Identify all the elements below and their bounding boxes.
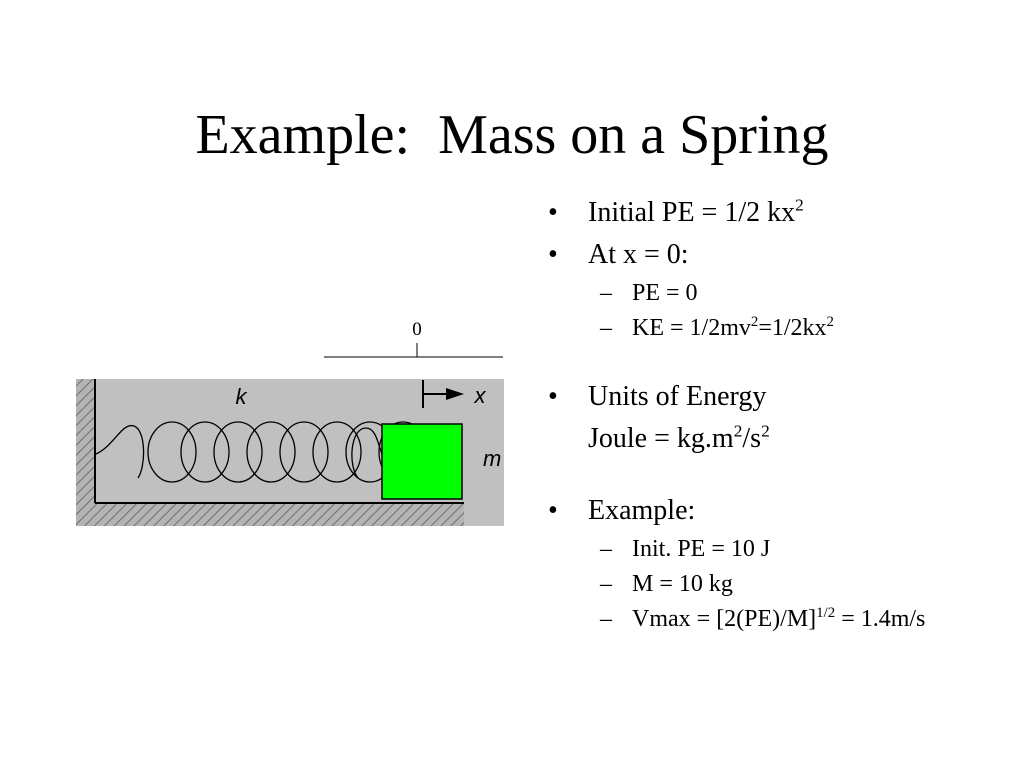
subbullet-text: =1/2kx: [758, 315, 827, 341]
bullet-mark: •: [548, 381, 558, 412]
superscript: 2: [750, 313, 759, 330]
subbullet-init-pe: – Init. PE = 10 J: [548, 532, 1018, 567]
dash-mark: –: [600, 280, 612, 306]
subbullet-text: Vmax = [2(PE)/M]: [632, 606, 817, 632]
zero-reference-line: [324, 343, 503, 358]
spring-mass-diagram: 0 k x m: [76, 316, 508, 528]
subbullet-mass: – M = 10 kg: [548, 567, 1018, 602]
bullet-text: Example:: [588, 495, 696, 526]
bullet-example: • Example:: [548, 490, 1018, 532]
subbullet-text: M = 10 kg: [632, 571, 733, 597]
dash-mark: –: [600, 315, 612, 341]
superscript: 2: [826, 313, 834, 330]
subbullet-text: Init. PE = 10 J: [632, 536, 771, 562]
wall-hatch: [76, 379, 95, 526]
bullet-mark: •: [548, 197, 558, 228]
subbullet-text: = 1.4m/s: [835, 606, 926, 632]
dash-mark: –: [600, 536, 612, 562]
superscript: 2: [761, 421, 770, 441]
subbullet-vmax: – Vmax = [2(PE)/M]1/2 = 1.4m/s: [548, 602, 1018, 637]
spring-coil: [213, 421, 263, 483]
spring-coil: [180, 421, 230, 483]
mass-block: [381, 423, 463, 500]
bullet-text: Units of Energy: [588, 381, 767, 412]
spring-coil: [279, 421, 329, 483]
spring-right-hook: [351, 427, 383, 479]
superscript: 2: [733, 421, 743, 441]
superscript: 1/2: [816, 604, 836, 621]
bullet-at-x0: • At x = 0:: [548, 234, 1018, 276]
spring-coil: [147, 421, 197, 483]
spring-left-hook: [95, 425, 145, 479]
bullet-text: Initial PE = 1/2 kx: [588, 197, 796, 228]
bullet-list: • Initial PE = 1/2 kx2 • At x = 0: – PE …: [548, 192, 1018, 637]
spring-constant-label: k: [236, 384, 248, 409]
bullet-text: /s: [742, 423, 762, 454]
dash-mark: –: [600, 606, 612, 632]
zero-label: 0: [412, 319, 422, 340]
bullet-units: • Units of Energy: [548, 376, 1018, 418]
bullet-text: Joule = kg.m: [588, 423, 734, 454]
displacement-arrow-icon: [422, 380, 464, 408]
slide-title: Example: Mass on a Spring: [195, 104, 829, 166]
superscript: 2: [795, 195, 804, 215]
bullet-joule: Joule = kg.m2/s2: [548, 418, 1018, 460]
bullet-text: At x = 0:: [588, 239, 689, 270]
bullet-mark: •: [548, 495, 558, 526]
bullet-mark: •: [548, 239, 558, 270]
subbullet-text: PE = 0: [632, 280, 698, 306]
mass-label: m: [483, 446, 501, 471]
subbullet-pe-zero: – PE = 0: [548, 276, 1018, 311]
spring-coil: [312, 421, 362, 483]
subbullet-text: KE = 1/2mv: [632, 315, 751, 341]
displacement-label: x: [474, 383, 487, 408]
bullet-initial-pe: • Initial PE = 1/2 kx2: [548, 192, 1018, 234]
spring-coil: [246, 421, 296, 483]
floor-hatch: [76, 504, 464, 526]
subbullet-ke: – KE = 1/2mv2=1/2kx2: [548, 311, 1018, 346]
dash-mark: –: [600, 571, 612, 597]
